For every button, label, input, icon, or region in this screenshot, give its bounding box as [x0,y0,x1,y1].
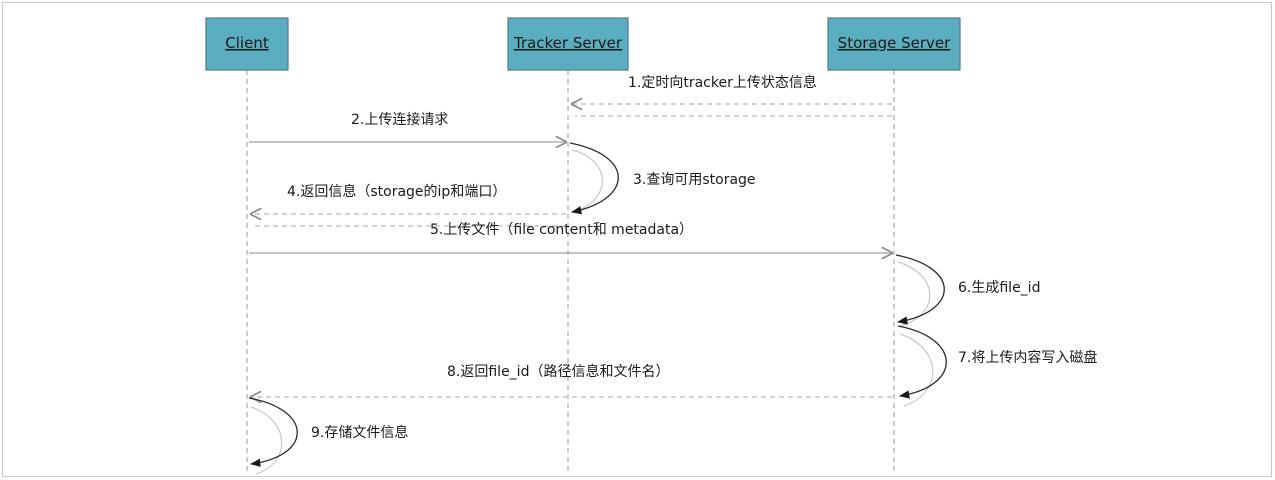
message-4-label: 4.返回信息（storage的ip和端口） [287,183,506,200]
actor-client-label: Client [225,34,269,52]
message-9-label: 9.存储文件信息 [311,424,408,441]
message-5-label: 5.上传文件（file content和 metadata） [430,222,693,238]
message-3-label: 3.查询可用storage [633,172,756,188]
actor-storage-box [827,17,961,71]
message-6: 6.生成file_id [895,254,1040,327]
actor-tracker-label: Tracker Server [513,34,623,52]
message-9: 9.存储文件信息 [248,397,408,475]
message-1-label: 1.定时向tracker上传状态信息 [628,74,817,91]
message-2: 2.上传连接请求 [249,111,566,142]
message-6-label: 6.生成file_id [958,280,1040,296]
message-4: 4.返回信息（storage的ip和端口） [251,183,566,227]
message-8: 8.返回file_id（路径信息和文件名） [251,363,892,397]
message-7-curve-shadow [899,333,934,407]
message-9-curve-shadow [250,406,283,475]
message-8-label: 8.返回file_id（路径信息和文件名） [447,363,669,380]
message-6-curve [895,254,945,325]
actor-client-box [205,17,289,71]
message-7-curve [897,325,947,399]
message-6-curve-shadow [897,261,931,327]
message-7: 7.将上传内容写入磁盘 [897,325,1097,407]
actor-storage-label: Storage Server [838,34,951,52]
message-3-curve [569,142,619,215]
message-3-curve-shadow [571,149,603,213]
actor-storage: Storage Server [827,17,961,71]
actor-tracker-box [507,17,629,71]
message-5: 5.上传文件（file content和 metadata） [249,222,892,253]
actor-tracker: Tracker Server [507,17,629,71]
message-2-label: 2.上传连接请求 [351,111,448,128]
message-9-curve [248,397,298,467]
message-1: 1.定时向tracker上传状态信息 [572,74,892,117]
actor-client: Client [205,17,289,71]
message-7-label: 7.将上传内容写入磁盘 [958,349,1097,366]
message-3: 3.查询可用storage [569,142,756,215]
